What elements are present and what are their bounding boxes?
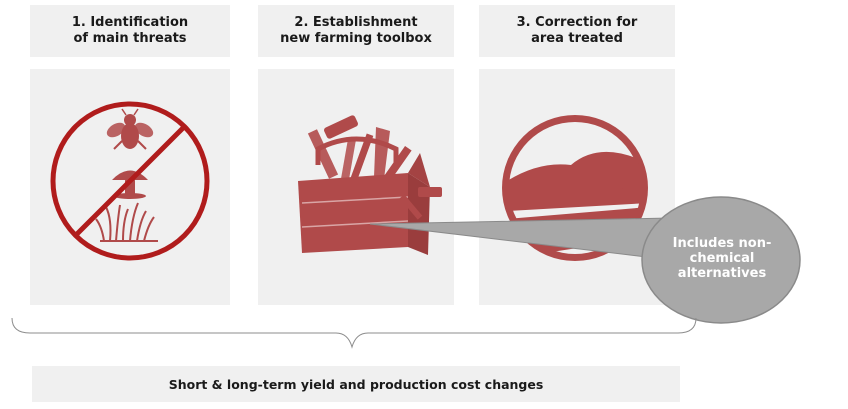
callout-text: Includes non- chemical alternatives (672, 236, 772, 281)
weed-icon (95, 202, 158, 242)
prohibition-circle (50, 101, 210, 261)
no-pests-icon (50, 101, 210, 261)
step-1-header: 1. Identification of main threats (30, 5, 230, 57)
step-2-header: 2. Establishment new farming toolbox (258, 5, 454, 57)
step-1-title: 1. Identification of main threats (71, 15, 189, 46)
step-2-title: 2. Establishment new farming toolbox (280, 15, 432, 46)
step-3-header: 3. Correction for area treated (479, 5, 675, 57)
step-3-title: 3. Correction for area treated (516, 15, 638, 46)
summary-label: Short & long-term yield and production c… (168, 376, 544, 392)
step-2-panel (258, 69, 454, 305)
grouping-brace (11, 317, 697, 349)
step-1-panel (30, 69, 230, 305)
callout-bubble (641, 196, 801, 324)
fly-icon (106, 108, 154, 150)
callout-pointer (369, 217, 673, 261)
toolbox-icon (298, 115, 442, 255)
summary-bar: Short & long-term yield and production c… (32, 366, 680, 402)
prohibition-slash (74, 125, 186, 237)
